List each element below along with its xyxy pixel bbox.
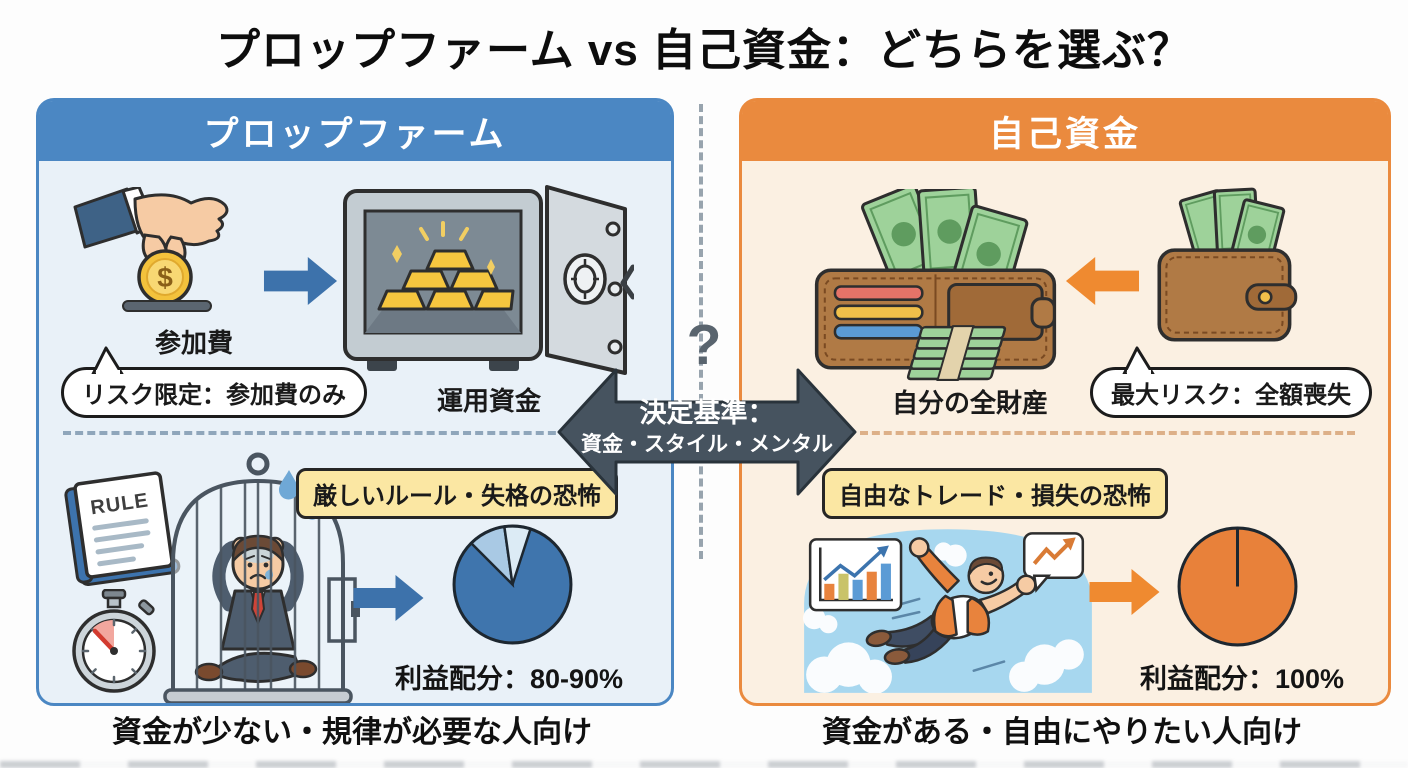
arrow-right-icon xyxy=(1086,569,1163,615)
rule-book-icon: RULE xyxy=(59,466,189,591)
capital-label: 運用資金 xyxy=(436,386,541,416)
decision-criteria-title: 決定基準： xyxy=(639,398,775,428)
profit-split-pie-prop xyxy=(447,519,578,650)
stopwatch-icon xyxy=(67,589,162,694)
hand-coin-icon: $ xyxy=(73,187,248,319)
arrow-right-icon xyxy=(351,575,426,621)
page-title: プロップファーム vs 自己資金：どちらを選ぶ？ xyxy=(215,26,1193,75)
fee-label: 参加費 xyxy=(154,328,233,358)
section-divider xyxy=(860,431,1355,435)
profit-caption-prop: 利益配分：80-90% xyxy=(394,664,624,694)
section-divider xyxy=(63,431,568,435)
profit-split-pie-own xyxy=(1172,521,1303,652)
prop-firm-panel: プロップファーム $ 参加費 xyxy=(36,98,674,706)
cropped-edge-artifact xyxy=(0,761,1408,768)
speech-tail-icon xyxy=(1122,344,1156,374)
risk-limited-bubble: リスク限定：参加費のみ xyxy=(61,367,367,418)
asset-label: 自分の全財産 xyxy=(891,388,1048,418)
open-wallet-money-icon xyxy=(808,189,1063,384)
own-capital-header: 自己資金 xyxy=(742,101,1388,161)
decision-arrow: 決定基準： 資金・スタイル・メンタル xyxy=(556,362,858,502)
center-dashed-divider xyxy=(699,104,703,559)
prop-footer: 資金が少ない・規律が必要な人向け xyxy=(112,716,592,749)
speech-tail-icon xyxy=(91,344,125,374)
prop-firm-header: プロップファーム xyxy=(39,101,671,161)
trader-in-cage-icon xyxy=(151,451,366,703)
profit-caption-own: 利益配分：100% xyxy=(1139,664,1345,694)
own-footer: 資金がある・自由にやりたい人向け xyxy=(822,716,1302,749)
own-capital-panel: 自己資金 xyxy=(739,98,1391,706)
decision-criteria-items: 資金・スタイル・メンタル xyxy=(581,433,833,457)
safe-gold-icon xyxy=(339,185,634,380)
strict-rules-label: 厳しいルール・失格の恐怖 xyxy=(296,468,618,519)
arrow-left-icon xyxy=(1064,257,1141,305)
free-trade-label: 自由なトレード・損失の恐怖 xyxy=(822,468,1168,519)
arrow-right-icon xyxy=(263,257,338,305)
question-mark: ? xyxy=(686,313,722,377)
closed-wallet-icon xyxy=(1150,187,1305,352)
flying-trader-icon xyxy=(794,511,1102,693)
dollar-coin-symbol: $ xyxy=(157,262,173,293)
max-risk-bubble: 最大リスク：全額喪失 xyxy=(1090,367,1372,418)
